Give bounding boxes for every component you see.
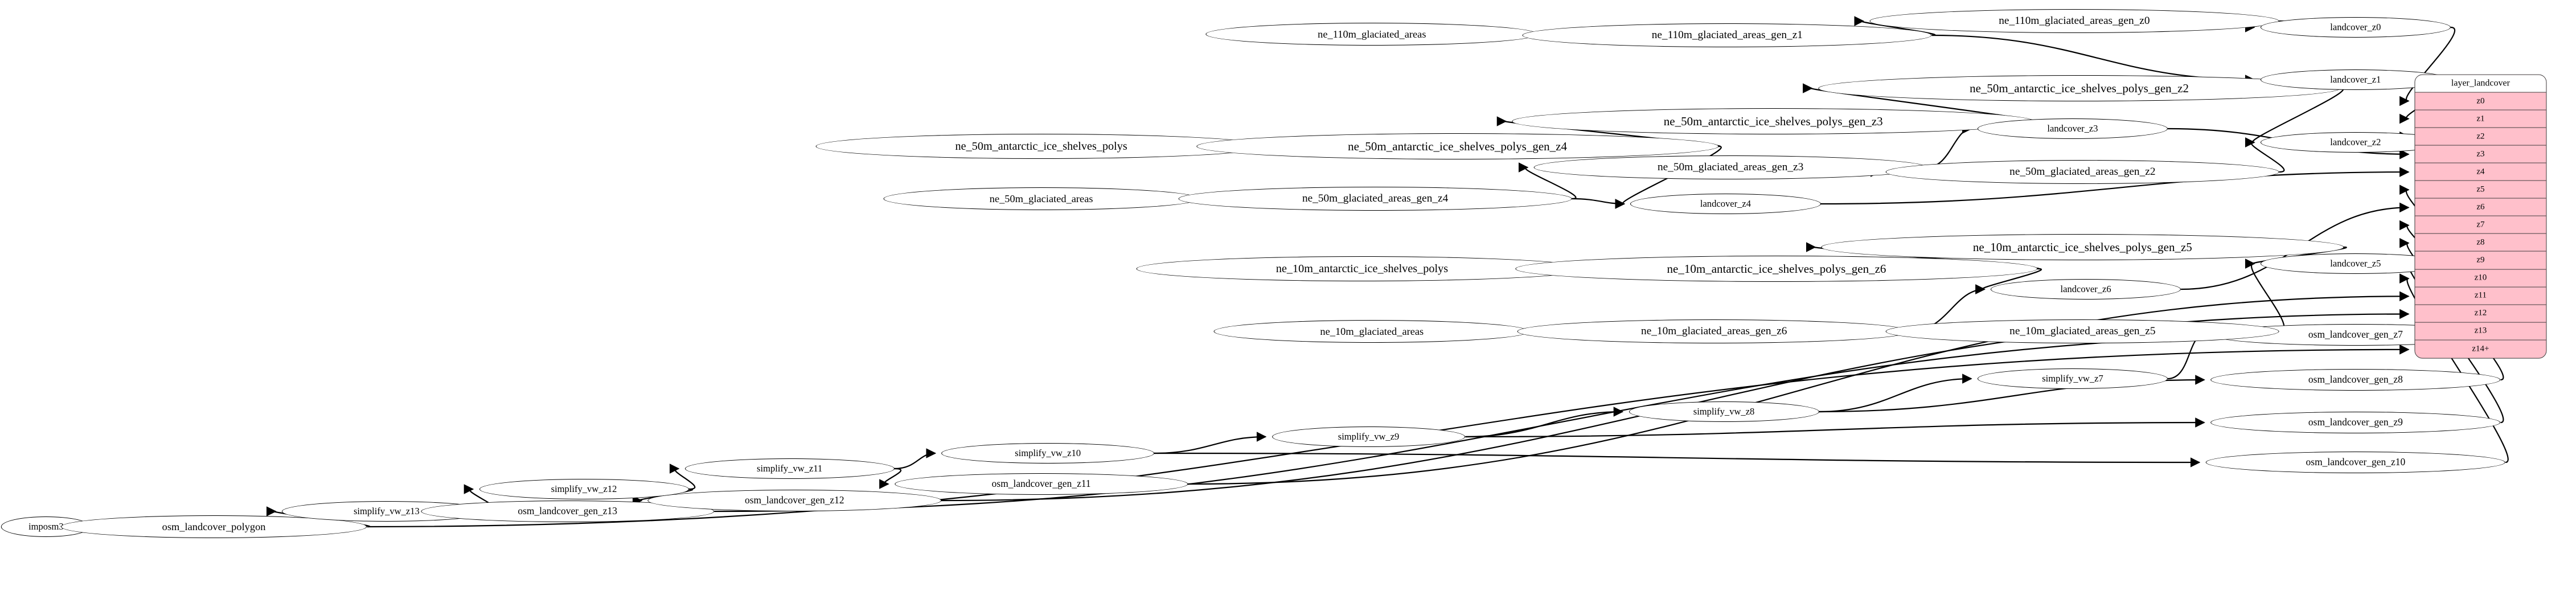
edge-osm_landcover_gen_z10-to-layer_landcover-z10: [2399, 273, 2509, 464]
graph-node-osm_landcover_gen_z8[interactable]: osm_landcover_gen_z8: [2210, 369, 2501, 391]
graph-node-ne_110m_glaciated_areas[interactable]: ne_110m_glaciated_areas: [1205, 23, 1538, 46]
graph-node-ne_10m_glaciated_areas[interactable]: ne_10m_glaciated_areas: [1213, 320, 1530, 343]
graph-node-ne_50m_glaciated_areas[interactable]: ne_50m_glaciated_areas: [883, 187, 1200, 210]
record-row-z8[interactable]: z8: [2415, 234, 2546, 252]
graph-node-ne_110m_glaciated_areas_gen_z1[interactable]: ne_110m_glaciated_areas_gen_z1: [1522, 23, 1932, 47]
graph-node-simplify_vw_z9[interactable]: simplify_vw_z9: [1271, 427, 1466, 447]
record-row-z1[interactable]: z1: [2415, 110, 2546, 128]
record-row-z13[interactable]: z13: [2415, 322, 2546, 341]
graph-node-osm_landcover_gen_z13[interactable]: osm_landcover_gen_z13: [421, 501, 715, 522]
edge-ne_10m_antarctic_ice_shelves_polys_gen_z6-to-landcover_z6: [1975, 268, 2042, 294]
graph-node-ne_50m_antarctic_ice_shelves_polys_gen_z2[interactable]: ne_50m_antarctic_ice_shelves_polys_gen_z…: [1818, 75, 2341, 101]
graph-node-ne_110m_glaciated_areas_gen_z0[interactable]: ne_110m_glaciated_areas_gen_z0: [1869, 9, 2279, 33]
graph-node-osm_landcover_gen_z11[interactable]: osm_landcover_gen_z11: [895, 473, 1188, 495]
record-row-z9[interactable]: z9: [2415, 252, 2546, 270]
edge-simplify_vw_z10-to-simplify_vw_z9: [1154, 432, 1267, 454]
graph-node-ne_10m_antarctic_ice_shelves_polys[interactable]: ne_10m_antarctic_ice_shelves_polys: [1136, 256, 1588, 281]
edge-simplify_vw_z8-to-simplify_vw_z7: [1819, 374, 1972, 413]
graph-node-osm_landcover_gen_z12[interactable]: osm_landcover_gen_z12: [647, 490, 941, 511]
graph-node-osm_landcover_polygon[interactable]: osm_landcover_polygon: [60, 515, 367, 538]
edge-simplify_vw_z9-to-simplify_vw_z8: [1465, 407, 1624, 438]
graph-node-osm_landcover_gen_z10[interactable]: osm_landcover_gen_z10: [2205, 452, 2506, 473]
record-row-z3[interactable]: z3: [2415, 145, 2546, 163]
record-row-z4[interactable]: z4: [2415, 163, 2546, 181]
record-row-z14+[interactable]: z14+: [2415, 340, 2546, 358]
graph-node-osm_landcover_gen_z9[interactable]: osm_landcover_gen_z9: [2210, 412, 2501, 433]
edge-simplify_vw_z9-to-osm_landcover_gen_z9: [1465, 417, 2205, 438]
record-row-z6[interactable]: z6: [2415, 198, 2546, 216]
record-row-z0[interactable]: z0: [2415, 92, 2546, 110]
edge-ne_50m_glaciated_areas_gen_z4-to-landcover_z4: [1572, 198, 1626, 209]
edge-landcover_z0-to-layer_landcover-z0: [2399, 26, 2456, 106]
graph-node-simplify_vw_z8[interactable]: simplify_vw_z8: [1629, 401, 1819, 422]
record-row-z11[interactable]: z11: [2415, 287, 2546, 305]
graph-node-ne_50m_antarctic_ice_shelves_polys[interactable]: ne_50m_antarctic_ice_shelves_polys: [815, 134, 1268, 159]
graph-node-landcover_z6[interactable]: landcover_z6: [1991, 279, 2181, 300]
graph-node-ne_50m_glaciated_areas_gen_z4[interactable]: ne_50m_glaciated_areas_gen_z4: [1178, 187, 1572, 211]
graph-node-ne_10m_glaciated_areas_gen_z5[interactable]: ne_10m_glaciated_areas_gen_z5: [1885, 319, 2279, 343]
record-header: layer_landcover: [2415, 75, 2546, 93]
record-row-z5[interactable]: z5: [2415, 181, 2546, 199]
edge-simplify_vw_z10-to-osm_landcover_gen_z10: [1154, 452, 2201, 468]
edge-landcover_z4-to-layer_landcover-z4: [1820, 167, 2410, 205]
record-row-z7[interactable]: z7: [2415, 216, 2546, 235]
edge-ne_10m_glaciated_areas_gen_z5-to-landcover_z5: [2245, 259, 2285, 333]
edge-ne_110m_glaciated_areas_gen_z1-to-ne_110m_glaciated_areas_gen_z0: [1854, 16, 1936, 36]
edge-ne_110m_glaciated_areas_gen_z1-to-landcover_z1: [1931, 34, 2255, 85]
edge-ne_50m_antarctic_ice_shelves_polys_gen_z2-to-landcover_z2: [2245, 87, 2344, 147]
graph-node-ne_50m_glaciated_areas_gen_z3[interactable]: ne_50m_glaciated_areas_gen_z3: [1533, 155, 1927, 179]
graph-node-ne_50m_antarctic_ice_shelves_polys_gen_z4[interactable]: ne_50m_antarctic_ice_shelves_polys_gen_z…: [1196, 133, 1719, 159]
graph-node-ne_50m_glaciated_areas_gen_z2[interactable]: ne_50m_glaciated_areas_gen_z2: [1885, 160, 2279, 184]
graph-node-simplify_vw_z7[interactable]: simplify_vw_z7: [1977, 368, 2168, 389]
edge-ne_50m_glaciated_areas_gen_z3-to-landcover_z3: [1927, 124, 1972, 169]
graph-node-ne_10m_antarctic_ice_shelves_polys_gen_z5[interactable]: ne_10m_antarctic_ice_shelves_polys_gen_z…: [1821, 234, 2344, 260]
edge-simplify_vw_z11-to-simplify_vw_z10: [894, 448, 937, 470]
edge-ne_50m_glaciated_areas_gen_z4-to-ne_50m_glaciated_areas_gen_z3: [1518, 162, 1577, 200]
edge-osm_landcover_gen_z11-to-layer_landcover-z11: [1188, 291, 2410, 485]
graph-node-simplify_vw_z11[interactable]: simplify_vw_z11: [684, 458, 895, 479]
graph-node-simplify_vw_z12[interactable]: simplify_vw_z12: [479, 479, 689, 499]
graph-node-ne_10m_antarctic_ice_shelves_polys_gen_z6[interactable]: ne_10m_antarctic_ice_shelves_polys_gen_z…: [1515, 256, 2038, 282]
record-row-z2[interactable]: z2: [2415, 128, 2546, 146]
graph-node-landcover_z4[interactable]: landcover_z4: [1630, 194, 1821, 214]
edge-simplify_vw_z12-to-simplify_vw_z11: [669, 464, 696, 490]
graph-node-ne_10m_glaciated_areas_gen_z6[interactable]: ne_10m_glaciated_areas_gen_z6: [1517, 319, 1911, 343]
record-row-z12[interactable]: z12: [2415, 305, 2546, 323]
graph-node-landcover_z0[interactable]: landcover_z0: [2260, 17, 2451, 38]
edge-simplify_vw_z11-to-osm_landcover_gen_z11: [879, 468, 902, 489]
graph-node-landcover_z3[interactable]: landcover_z3: [1977, 118, 2168, 139]
record-row-z10[interactable]: z10: [2415, 269, 2546, 288]
graph-node-ne_50m_antarctic_ice_shelves_polys_gen_z3[interactable]: ne_50m_antarctic_ice_shelves_polys_gen_z…: [1512, 108, 2034, 134]
graph-node-simplify_vw_z10[interactable]: simplify_vw_z10: [941, 443, 1155, 464]
